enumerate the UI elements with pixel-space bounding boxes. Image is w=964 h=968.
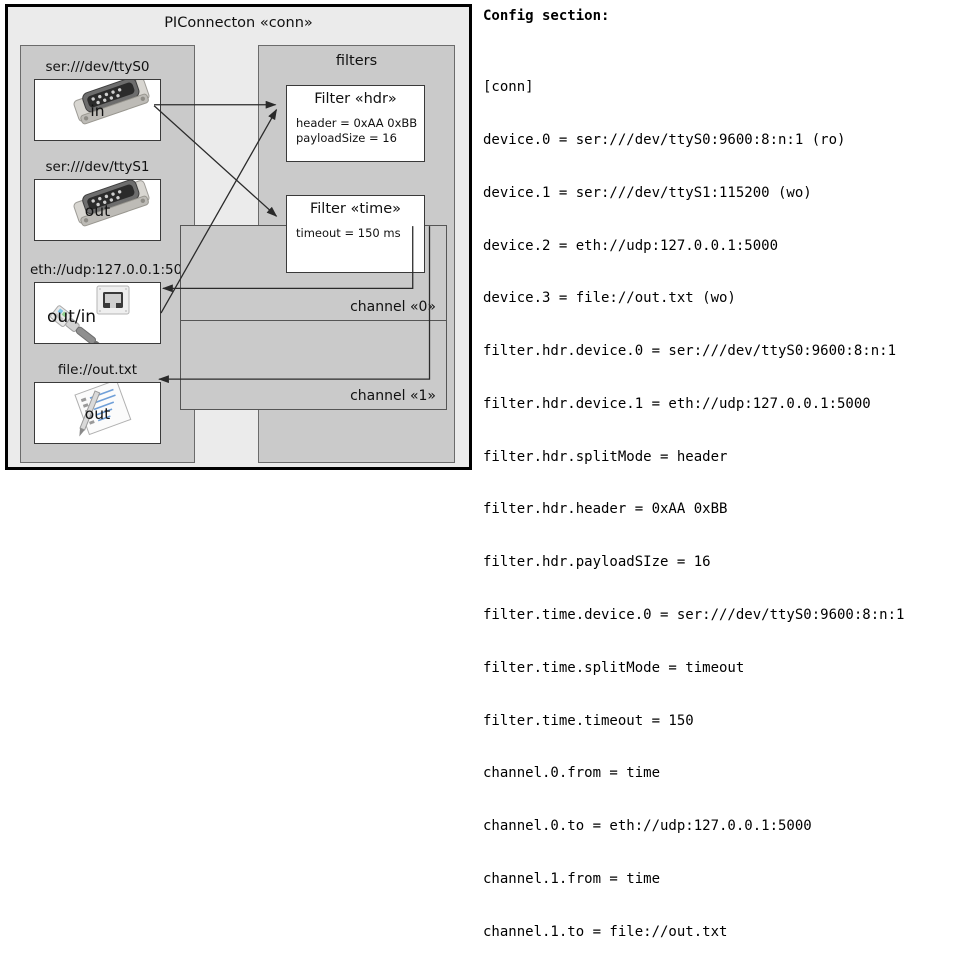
device-direction: out	[84, 405, 111, 423]
config-line: filter.hdr.device.1 = eth://udp:127.0.0.…	[483, 395, 871, 412]
channel-label: channel «1»	[350, 388, 436, 404]
device-box[interactable]: out	[34, 382, 161, 444]
serial-port-icon	[35, 180, 160, 240]
config-line: filter.hdr.splitMode = header	[483, 448, 728, 465]
config-pane: Config section: [conn] device.0 = ser://…	[483, 0, 964, 940]
config-line: channel.0.from = time	[483, 765, 661, 782]
filter-node-time[interactable]: Filter «time» timeout = 150 ms	[286, 195, 425, 273]
diagram-frame: PIConnecton «conn» filters ser:///dev/tt…	[5, 4, 472, 470]
device-direction: out	[84, 202, 111, 220]
filter-node-hdr[interactable]: Filter «hdr» header = 0xAA 0xBB payloadS…	[286, 85, 425, 162]
filter-attr: payloadSize = 16	[296, 131, 397, 145]
config-line: filter.time.splitMode = timeout	[483, 659, 745, 676]
device-box[interactable]: in	[34, 79, 161, 141]
config-line: device.0 = ser:///dev/ttyS0:9600:8:n:1 (…	[483, 131, 846, 148]
config-heading: Config section:	[483, 8, 610, 24]
filters-panel-title: filters	[335, 53, 378, 69]
config-lines: [conn] device.0 = ser:///dev/ttyS0:9600:…	[483, 44, 904, 968]
config-line: device.2 = eth://udp:127.0.0.1:5000	[483, 237, 779, 254]
channel-box-1[interactable]: channel «1»	[180, 320, 447, 410]
config-line: channel.1.from = time	[483, 870, 661, 887]
config-line: filter.hdr.payloadSIze = 16	[483, 554, 711, 571]
config-line: channel.1.to = file://out.txt	[483, 923, 728, 940]
config-line: [conn]	[483, 79, 534, 96]
config-line: filter.hdr.header = 0xAA 0xBB	[483, 501, 728, 518]
filter-attrs: header = 0xAA 0xBB payloadSize = 16	[296, 116, 417, 146]
serial-port-icon	[35, 80, 160, 140]
device-box[interactable]: out/in	[34, 282, 161, 344]
device-direction: in	[90, 102, 105, 120]
config-line: filter.time.timeout = 150	[483, 712, 694, 729]
device-direction: out/in	[47, 307, 97, 327]
config-line: device.3 = file://out.txt (wo)	[483, 290, 736, 307]
filter-attr: timeout = 150 ms	[296, 226, 401, 240]
config-line: filter.time.device.0 = ser:///dev/ttyS0:…	[483, 607, 905, 623]
channel-label: channel «0»	[350, 299, 436, 315]
filter-attr: header = 0xAA 0xBB	[296, 116, 418, 130]
device-label: eth://udp:127.0.0.1:5000	[30, 262, 200, 278]
config-line: channel.0.to = eth://udp:127.0.0.1:5000	[483, 818, 812, 835]
device-label: ser:///dev/ttyS1	[45, 159, 150, 175]
filter-title: Filter «time»	[309, 201, 402, 217]
ethernet-port-icon	[35, 283, 160, 343]
device-box[interactable]: out	[34, 179, 161, 241]
filter-attrs: timeout = 150 ms	[296, 226, 401, 241]
config-line: device.1 = ser:///dev/ttyS1:115200 (wo)	[483, 184, 812, 201]
device-label: file://out.txt	[57, 362, 138, 378]
config-line: filter.hdr.device.0 = ser:///dev/ttyS0:9…	[483, 343, 897, 360]
diagram-title: PIConnecton «conn»	[164, 15, 313, 31]
device-label: ser:///dev/ttyS0	[45, 59, 150, 75]
filter-title: Filter «hdr»	[314, 91, 397, 107]
text-file-icon	[35, 383, 160, 443]
